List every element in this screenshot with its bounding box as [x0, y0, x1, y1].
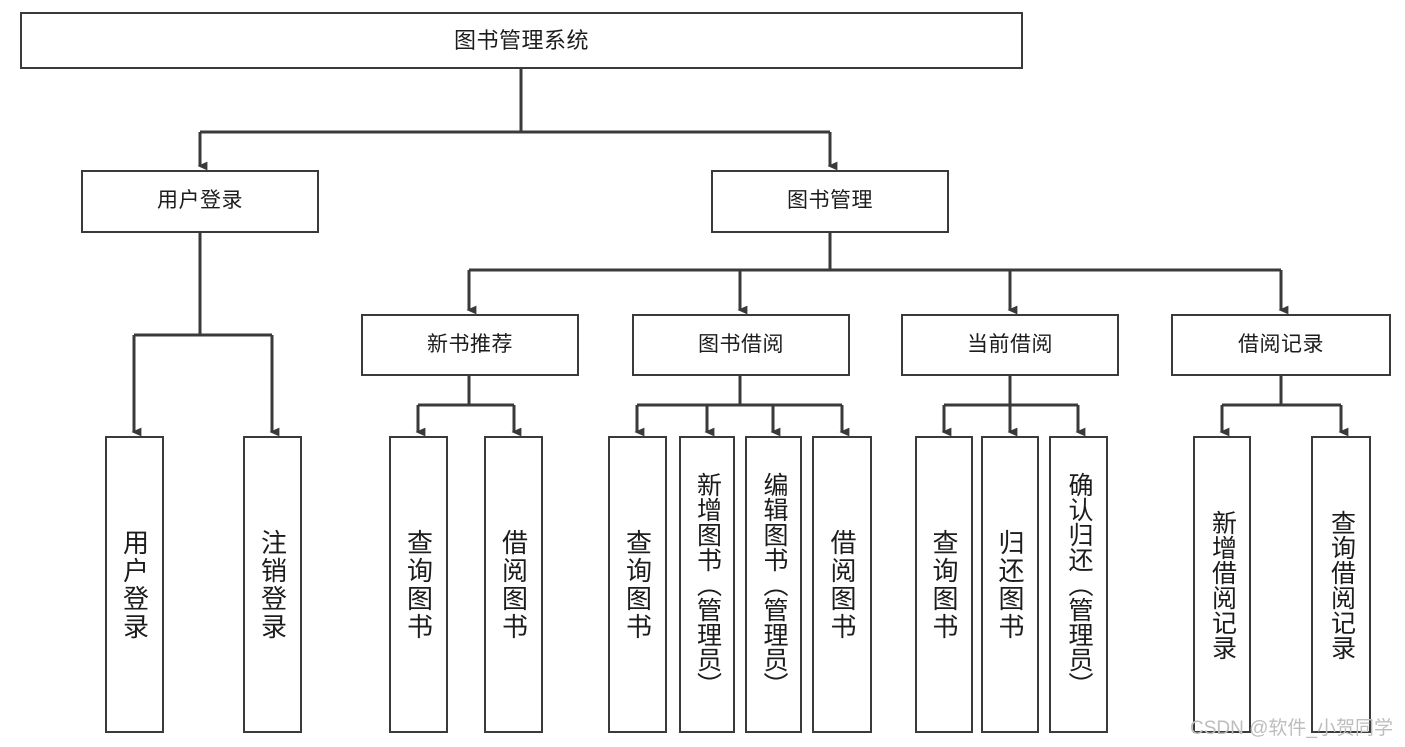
leaf-borrow-book[interactable]: 借阅图书	[812, 436, 872, 733]
node-label: 图书管理	[787, 189, 873, 213]
node-label: 图书管理系统	[453, 27, 589, 53]
node-label: 编辑图书（管理员）	[760, 472, 788, 697]
leaf-add-book-admin[interactable]: 新增图书（管理员）	[679, 436, 735, 733]
node-label: 查询图书	[403, 528, 434, 641]
node-label: 归还图书	[995, 528, 1025, 641]
node-label: 借阅图书	[498, 528, 529, 641]
leaf-add-borrow-record[interactable]: 新增借阅记录	[1193, 436, 1251, 733]
node-label: 借阅记录	[1238, 332, 1324, 356]
node-root-system[interactable]: 图书管理系统	[20, 12, 1023, 69]
node-label: 注销登录	[257, 528, 288, 641]
leaf-logout[interactable]: 注销登录	[243, 436, 302, 733]
leaf-query-borrow-record[interactable]: 查询借阅记录	[1311, 436, 1371, 733]
leaf-query-book-current[interactable]: 查询图书	[915, 436, 973, 733]
csdn-watermark: CSDN @软件_小贺同学	[1190, 718, 1393, 739]
node-book-borrow[interactable]: 图书借阅	[632, 314, 850, 376]
leaf-query-book-borrow[interactable]: 查询图书	[608, 436, 667, 733]
leaf-user-login[interactable]: 用户登录	[105, 436, 164, 733]
node-borrow-record[interactable]: 借阅记录	[1171, 314, 1391, 376]
node-label: 查询借阅记录	[1327, 509, 1356, 660]
leaf-edit-book-admin[interactable]: 编辑图书（管理员）	[745, 436, 802, 733]
node-book-management[interactable]: 图书管理	[711, 170, 949, 233]
node-new-book-recommend[interactable]: 新书推荐	[361, 314, 579, 376]
leaf-return-book[interactable]: 归还图书	[981, 436, 1039, 733]
node-current-borrow[interactable]: 当前借阅	[901, 314, 1119, 376]
node-label: 用户登录	[157, 189, 243, 213]
node-label: 当前借阅	[967, 332, 1053, 356]
leaf-confirm-return-admin[interactable]: 确认归还（管理员）	[1049, 436, 1108, 733]
node-label: 新书推荐	[427, 332, 513, 356]
leaf-borrow-book-newbook[interactable]: 借阅图书	[484, 436, 543, 733]
node-label: 新增图书（管理员）	[693, 472, 722, 697]
node-label: 新增借阅记录	[1208, 509, 1237, 660]
node-label: 图书借阅	[698, 332, 784, 356]
node-label: 确认归还（管理员）	[1065, 472, 1093, 697]
node-label: 借阅图书	[827, 528, 857, 641]
node-label: 查询图书	[929, 528, 959, 641]
node-label: 用户登录	[119, 528, 150, 641]
node-user-login[interactable]: 用户登录	[81, 170, 319, 233]
leaf-query-book-newbook[interactable]: 查询图书	[389, 436, 448, 733]
node-label: 查询图书	[622, 528, 653, 641]
